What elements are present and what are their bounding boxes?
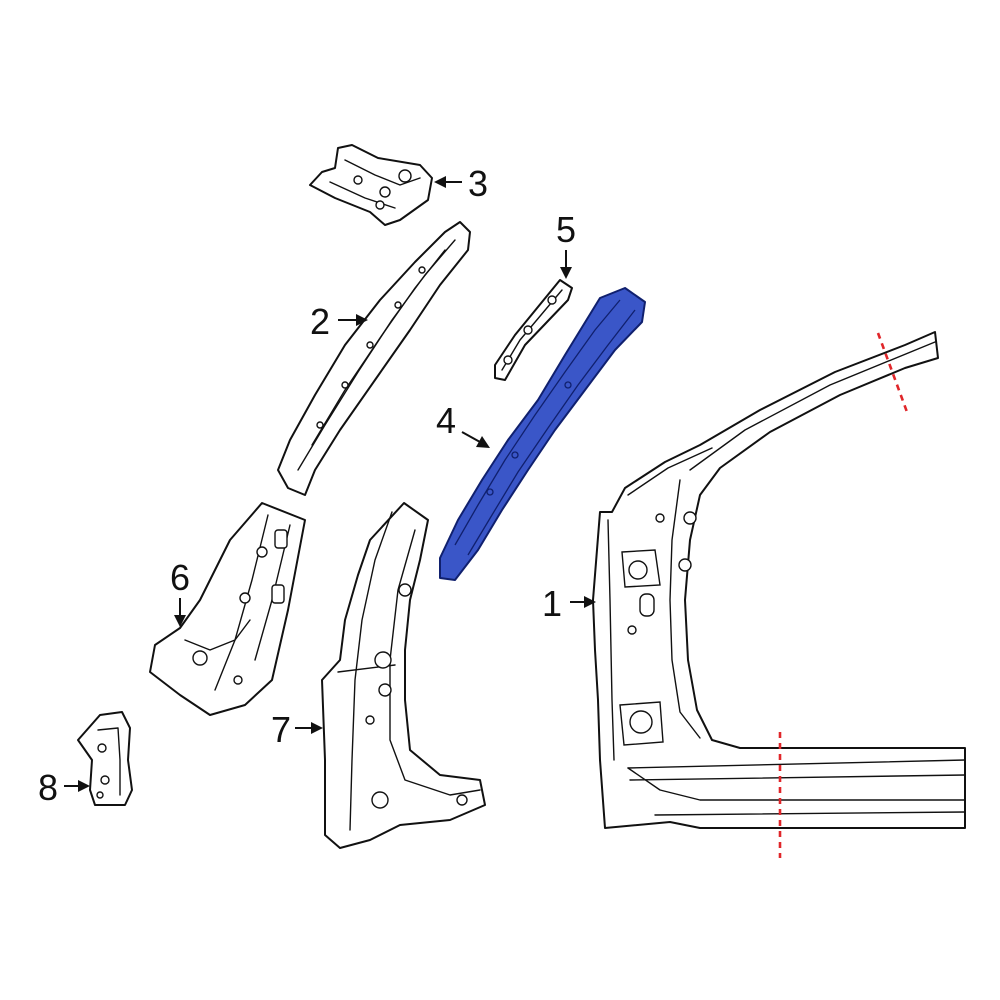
leader-1 <box>570 596 596 608</box>
callout-1: 1 <box>542 583 562 624</box>
part-7-hinge-pillar[interactable] <box>321 502 486 849</box>
callout-4: 4 <box>436 400 456 441</box>
part-2-pillar-reinforcement[interactable] <box>277 221 471 496</box>
callout-8: 8 <box>38 767 58 808</box>
leader-8 <box>64 780 90 792</box>
part-4-pillar-inner-highlighted[interactable] <box>439 287 646 581</box>
part-3-upper-bracket[interactable] <box>309 144 433 226</box>
callout-5: 5 <box>556 209 576 250</box>
cut-line-roof <box>876 332 909 413</box>
callout-7: 7 <box>271 709 291 750</box>
callout-6: 6 <box>170 557 190 598</box>
leader-7 <box>295 722 323 734</box>
leader-3 <box>434 176 462 188</box>
part-6-lower-bracket[interactable] <box>149 502 306 716</box>
leader-5 <box>560 250 572 279</box>
part-8-small-bracket[interactable] <box>77 711 133 806</box>
leader-4 <box>461 431 490 448</box>
part-5-strip[interactable] <box>494 279 573 381</box>
callout-2: 2 <box>310 301 330 342</box>
callout-3: 3 <box>468 163 488 204</box>
leader-6 <box>174 598 186 627</box>
part-1-body-side-panel[interactable] <box>592 331 966 829</box>
leader-2 <box>338 314 368 326</box>
